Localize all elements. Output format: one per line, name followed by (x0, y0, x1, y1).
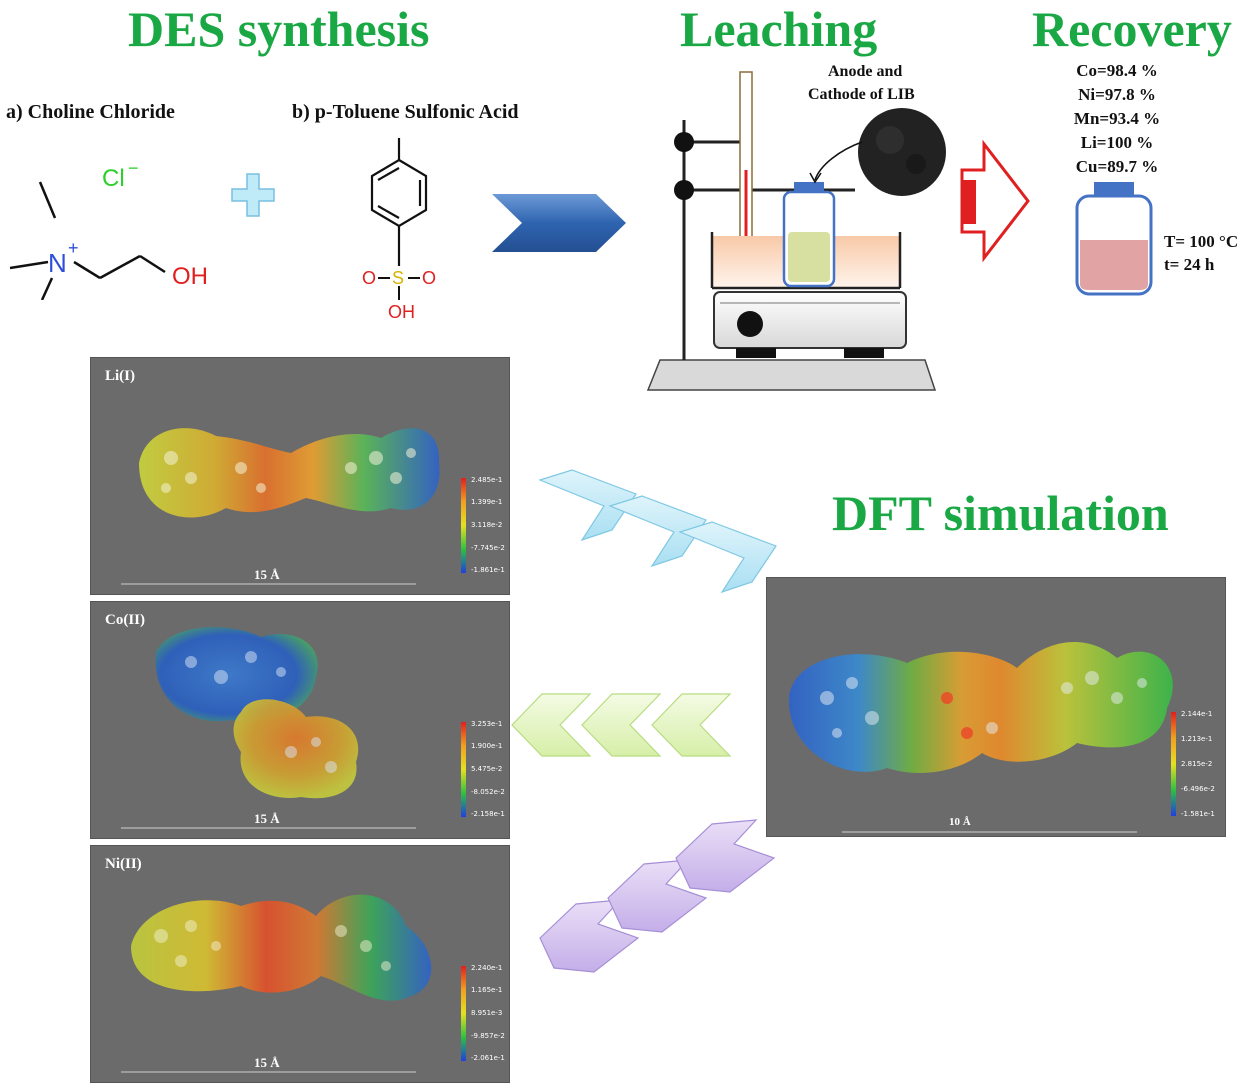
leaching-apparatus (646, 71, 946, 391)
sulfonyl-oxygen-right: O (422, 268, 436, 288)
ni-cb-5: -2.061e-1 (471, 1054, 505, 1062)
purple-chevron-arrows-icon (539, 819, 776, 973)
co-panel-title: Co(II) (105, 612, 145, 628)
cyan-chevron-arrows-icon (538, 469, 777, 594)
des-electrostatic-surface (788, 641, 1176, 833)
sulfur-symbol: S (392, 268, 404, 288)
recovery-mn: Mn=93.4 % (1073, 109, 1161, 128)
sulfonyl-oxygen-left: O (362, 268, 376, 288)
lib-sample-label-line2: Cathode of LIB (808, 86, 915, 103)
sulfonic-hydroxyl: OH (388, 302, 415, 322)
hydroxyl-symbol: OH (172, 263, 208, 290)
recovery-title: Recovery (1032, 1, 1232, 57)
li-panel-title: Li(I) (105, 368, 135, 384)
des-synthesis-title: DES synthesis (128, 1, 430, 57)
ni-electrostatic-surface (121, 894, 466, 1073)
plus-icon (231, 173, 275, 217)
recovery-cu: Cu=89.7 % (1075, 157, 1159, 176)
choline-chloride-structure: Cl − N + OH (9, 158, 208, 300)
co-cb-4: -8.052e-2 (471, 788, 505, 796)
ni-panel-title: Ni(II) (105, 856, 142, 872)
ptsa-label: b) p-Toluene Sulfonic Acid (292, 101, 519, 123)
time-condition: t= 24 h (1164, 255, 1215, 274)
dft-simulation-title: DFT simulation (832, 485, 1169, 541)
nitrogen-charge: + (68, 238, 79, 258)
recovery-co: Co=98.4 % (1076, 61, 1158, 80)
li-cb-2: 1.399e-1 (471, 498, 503, 506)
chevron-arrows-icon (492, 194, 626, 252)
des-cb-1: 2.144e-1 (1181, 710, 1213, 718)
ni-panel: Ni(II) 2.240e-1 1.165e-1 8.951e-3 -9.857… (90, 845, 510, 1083)
recovery-li: Li=100 % (1080, 133, 1154, 152)
des-scale-label: 10 Å (949, 816, 971, 828)
co-cb-5: -2.158e-1 (471, 810, 505, 818)
choline-chloride-label: a) Choline Chloride (6, 101, 175, 123)
ni-scale-label: 15 Å (254, 1055, 280, 1070)
co-scale-label: 15 Å (254, 811, 280, 826)
recovery-ni: Ni=97.8 % (1078, 85, 1156, 104)
des-dft-panel: 2.144e-1 1.213e-1 2.815e-2 -6.496e-2 -1.… (766, 577, 1226, 837)
co-panel: Co(II) 3.253e-1 1.900e-1 5.475e-2 -8.052… (90, 601, 510, 839)
li-cb-5: -1.861e-1 (471, 566, 505, 574)
nitrogen-symbol: N (48, 248, 67, 278)
chloride-symbol: Cl (102, 165, 125, 192)
leaching-title: Leaching (680, 1, 878, 57)
des-cb-2: 1.213e-1 (1181, 735, 1213, 743)
co-cb-3: 5.475e-2 (471, 765, 503, 773)
red-arrow-icon (960, 140, 1030, 262)
li-scale-label: 15 Å (254, 567, 280, 582)
li-panel: Li(I) 2.485e-1 1.399e-1 3.118e-2 -7.745e… (90, 357, 510, 595)
li-cb-3: 3.118e-2 (471, 521, 503, 529)
lib-sample-label-line1: Anode and (828, 63, 903, 80)
lime-chevron-arrows-icon (511, 693, 732, 757)
li-electrostatic-surface (121, 428, 466, 585)
li-cb-1: 2.485e-1 (471, 476, 503, 484)
ni-cb-3: 8.951e-3 (471, 1009, 503, 1017)
li-cb-4: -7.745e-2 (471, 544, 505, 552)
ni-cb-1: 2.240e-1 (471, 964, 503, 972)
recovery-bottle-icon (1075, 182, 1153, 296)
des-cb-4: -6.496e-2 (1181, 785, 1215, 793)
temperature-condition: T= 100 °C (1164, 232, 1239, 251)
ptsa-structure: S O O OH (362, 138, 436, 322)
co-cb-2: 1.900e-1 (471, 742, 503, 750)
des-cb-3: 2.815e-2 (1181, 760, 1213, 768)
co-cb-1: 3.253e-1 (471, 720, 503, 728)
ni-cb-2: 1.165e-1 (471, 986, 503, 994)
co-electrostatic-surface (121, 627, 466, 829)
des-cb-5: -1.581e-1 (1181, 810, 1215, 818)
ni-cb-4: -9.857e-2 (471, 1032, 505, 1040)
chloride-charge: − (128, 158, 139, 178)
